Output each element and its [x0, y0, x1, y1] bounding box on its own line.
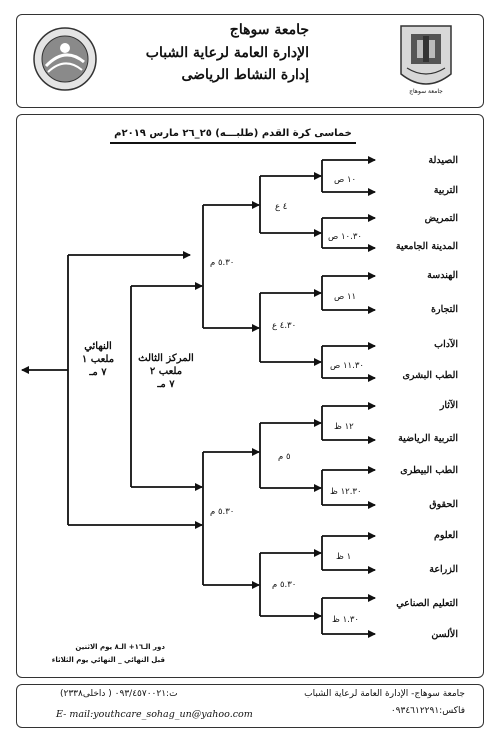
team-label: التربية الرياضية [398, 433, 458, 444]
third-place-match: المركز الثالث ملعب ٢ ٧ مـ [135, 352, 197, 391]
match-time: ٥.٣٠ م [272, 580, 297, 590]
team-label: الطب البيطرى [400, 465, 458, 476]
team-label: التجارة [431, 304, 458, 315]
match-time: ١١ ص [334, 292, 357, 302]
schedule-note: دور الـ١٦+ الـ٨ يوم الاثنين [75, 643, 165, 651]
team-label: المدينة الجامعية [395, 241, 458, 252]
team-label: العلوم [433, 530, 458, 541]
university-name: جامعة سوهاج [229, 22, 309, 38]
match-time: ٥ م [278, 452, 291, 462]
section-name: إدارة النشاط الرياضى [181, 67, 309, 83]
match-time: ١٠ ص [334, 175, 357, 185]
department-name: الإدارة العامة لرعاية الشباب [145, 45, 309, 61]
match-time: ١٢.٣٠ ظ [330, 487, 362, 497]
third-place-time: ٧ مـ [157, 379, 175, 390]
footer-phone: ت:٠٩٣/٤٥٧٠٠٢١ ( داخلى٢٣٣٨) [60, 689, 178, 699]
tournament-title: خماسى كرة القدم (طلبـــه) ٢٥_٢٦ مارس ٢٠١… [114, 128, 352, 139]
team-label: الآثار [439, 400, 458, 411]
final-match: النهائي ملعب ١ ٧ مـ [74, 340, 122, 379]
match-time: ١.٣٠ ظ [332, 615, 359, 625]
team-label: التربية [433, 185, 458, 196]
team-label: الصيدلة [428, 155, 458, 166]
logo-caption: جامعة سوهاج [409, 88, 443, 95]
university-logo-icon [400, 25, 452, 85]
title-underline [110, 142, 356, 144]
match-time: ١ ظ [336, 552, 352, 562]
footer-address: جامعة سوهاج- الإدارة العامة لرعاية الشبا… [304, 689, 465, 699]
match-time: ١٢ ظ [334, 422, 354, 432]
final-time: ٧ مـ [89, 367, 107, 378]
match-time: ١١.٣٠ ص [330, 361, 364, 371]
match-time: ٤.٣٠ ع [272, 321, 297, 331]
match-time: ٥.٣٠ م [210, 258, 235, 268]
team-label: الآداب [434, 339, 458, 350]
team-label: التمريض [424, 213, 458, 224]
match-time: ٥.٣٠ م [210, 507, 235, 517]
final-field: ملعب ١ [81, 354, 115, 365]
footer-email-link[interactable]: E- mail:youthcare_sohag_un@yahoo.com [56, 709, 253, 720]
team-label: الألسن [431, 629, 458, 640]
final-title: النهائي [84, 341, 112, 352]
match-time: ١٠.٣٠ ص [328, 232, 362, 242]
bracket-box [16, 114, 484, 678]
team-label: الحقوق [429, 499, 458, 510]
third-place-title: المركز الثالث [138, 353, 194, 364]
team-label: الهندسة [427, 270, 458, 281]
team-label: التعليم الصناعي [396, 598, 458, 609]
footer-fax: فاكس:٠٩٣٤٦١٢٢٩١ [390, 706, 465, 716]
youth-care-logo-icon [33, 27, 97, 91]
match-time: ٤ ع [275, 202, 288, 212]
schedule-note: قبل النهائي _ النهائي يوم الثلاثاء [51, 656, 165, 664]
footer-box [16, 684, 484, 728]
team-label: الطب البشرى [402, 370, 458, 381]
third-place-field: ملعب ٢ [149, 366, 183, 377]
team-label: الزراعة [429, 564, 458, 575]
